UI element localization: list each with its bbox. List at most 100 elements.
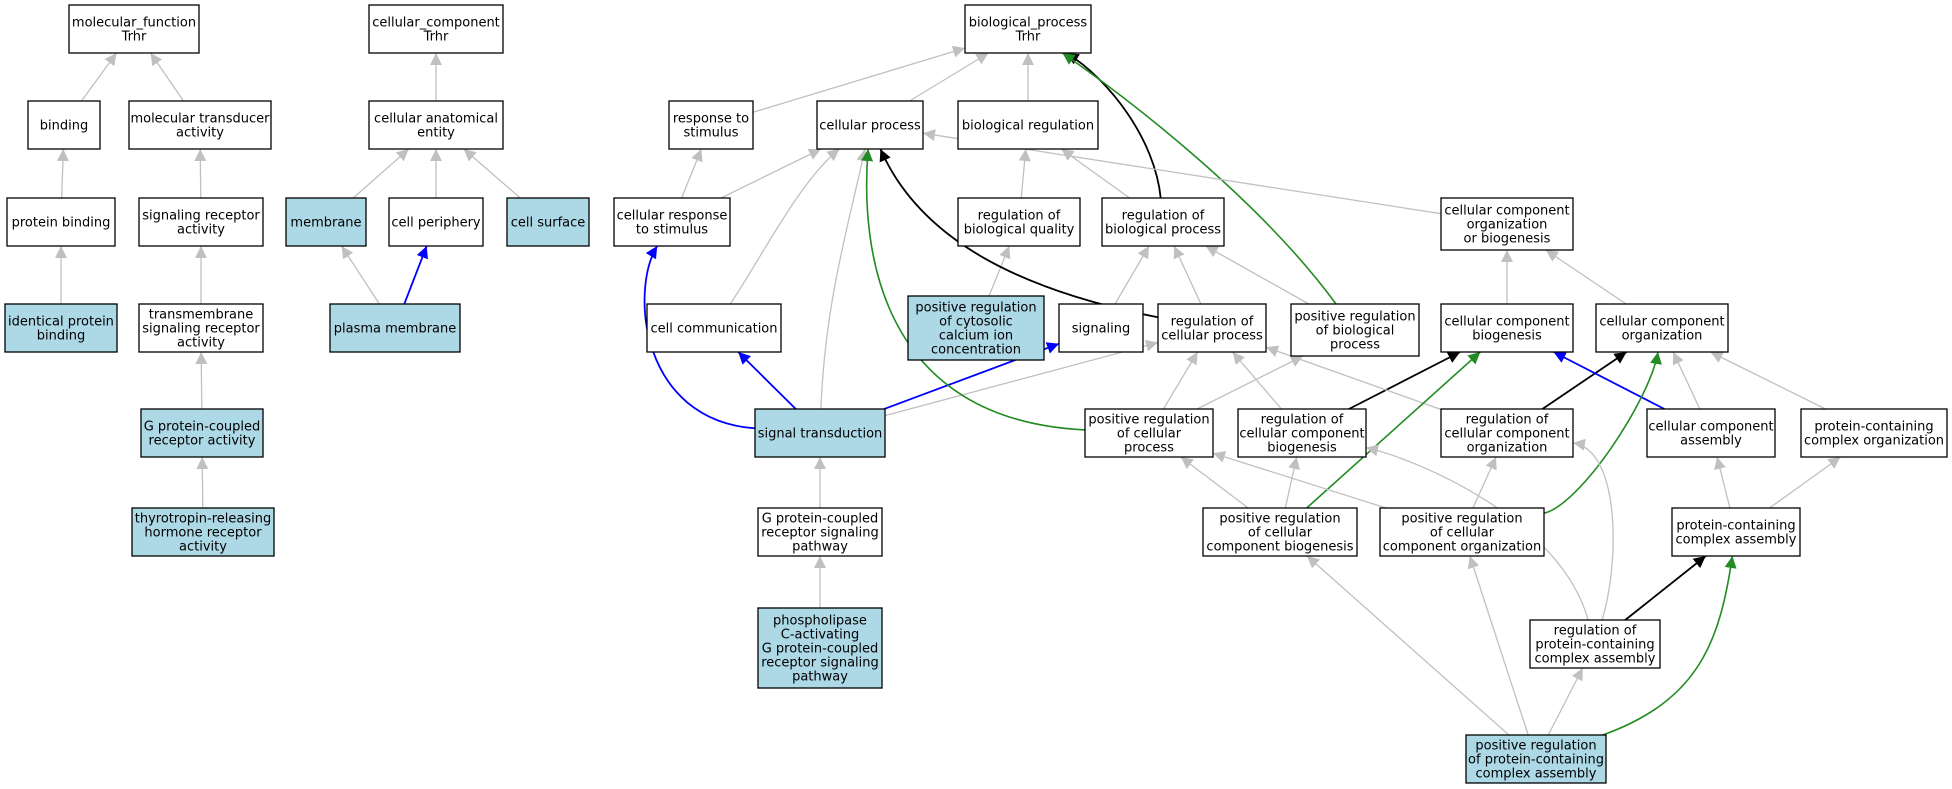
edge-gray-reg_cc_biogenesis-to-reg_cell_process bbox=[1232, 351, 1282, 410]
node-label-line: positive regulation bbox=[1475, 739, 1596, 754]
node-label-line: of biological bbox=[1316, 324, 1395, 339]
node-label-line: complex assembly bbox=[1676, 533, 1797, 548]
edge-gray-cellular_process-to-bp_root bbox=[909, 52, 989, 102]
edge-blue-cc_assembly-to-cc_biogenesis bbox=[1553, 351, 1665, 410]
edge-gray-pos_reg_cc_org-to-pos_reg_cell_process bbox=[1212, 451, 1387, 509]
node-label-line: response to bbox=[673, 112, 749, 127]
node-label-line: cellular response bbox=[617, 209, 728, 224]
node-label-line: thyrotropin-releasing bbox=[135, 512, 271, 527]
node-box bbox=[6, 197, 116, 247]
go-term-node-cellular-process[interactable]: cellular process bbox=[816, 100, 924, 150]
go-term-node-protein-binding[interactable]: protein binding bbox=[6, 197, 116, 247]
node-label-line: complex assembly bbox=[1476, 767, 1597, 782]
go-term-node-signal-transduction[interactable]: signal transduction bbox=[754, 408, 886, 458]
node-label-line: stimulus bbox=[683, 126, 738, 141]
node-label-line: organization bbox=[1622, 329, 1703, 344]
go-term-node-plasma-membrane[interactable]: plasma membrane bbox=[329, 303, 461, 353]
node-box bbox=[1237, 408, 1367, 458]
node-box bbox=[1465, 734, 1607, 784]
go-term-node-binding[interactable]: binding bbox=[27, 100, 101, 150]
node-label-line: C-activating bbox=[781, 628, 859, 643]
edge-gray-pos_reg_calcium-to-reg_bio_quality bbox=[988, 245, 1011, 297]
node-box bbox=[368, 100, 504, 150]
node-label-line: receptor signaling bbox=[761, 656, 879, 671]
node-label-line: to stimulus bbox=[636, 223, 708, 238]
edge-gray-pos_reg_cc_org-to-reg_cc_org bbox=[1472, 456, 1497, 509]
node-box bbox=[1058, 303, 1144, 353]
node-label-line: protein-containing bbox=[1814, 420, 1933, 435]
node-label-line: activity bbox=[177, 223, 225, 238]
node-label-line: receptor signaling bbox=[761, 526, 879, 541]
edge-gray-reg_bio_quality-to-bio_reg bbox=[1018, 148, 1031, 199]
edge-gray-cc_assembly-to-cc_organization bbox=[1672, 351, 1701, 410]
edge-gray-pos_reg_pc_assembly-to-reg_pc_assembly bbox=[1547, 667, 1584, 736]
edge-black-reg_bio_process-to-bp_root bbox=[1066, 52, 1162, 199]
node-label-line: membrane bbox=[290, 216, 361, 231]
go-term-node-cell-periphery[interactable]: cell periphery bbox=[388, 197, 484, 247]
node-box bbox=[1290, 303, 1420, 357]
node-box bbox=[285, 197, 367, 247]
edge-blue-plasma_membrane-to-cell_periphery bbox=[403, 245, 428, 305]
go-term-node-membrane[interactable]: membrane bbox=[285, 197, 367, 247]
node-box bbox=[368, 4, 504, 54]
node-label-line: positive regulation bbox=[1088, 413, 1209, 428]
go-term-node-bio-reg[interactable]: biological regulation bbox=[957, 100, 1099, 150]
edge-gray-protein_binding-to-binding bbox=[56, 148, 69, 199]
node-label-line: cellular_component bbox=[372, 16, 500, 31]
edge-gray-cc_organization-to-cc_org_biogen bbox=[1545, 249, 1627, 305]
node-label-line: process bbox=[1330, 338, 1380, 353]
node-label-line: organization bbox=[1467, 218, 1548, 233]
node-label-line: of cellular bbox=[1430, 526, 1495, 541]
go-term-node-signaling[interactable]: signaling bbox=[1058, 303, 1144, 353]
node-box bbox=[754, 408, 886, 458]
node-label-line: of protein-containing bbox=[1468, 753, 1604, 768]
node-label-line: cellular process bbox=[1161, 329, 1263, 344]
edge-gray-reg_bio_process-to-bio_reg bbox=[1061, 148, 1130, 199]
node-label-line: or biogenesis bbox=[1464, 232, 1551, 247]
go-term-node-cell-comm[interactable]: cell communication bbox=[646, 303, 782, 353]
edge-gray-reg_pc_assembly-to-reg_cc_biogenesis bbox=[1365, 444, 1589, 621]
go-term-node-cell-surface[interactable]: cell surface bbox=[506, 197, 590, 247]
node-label-line: molecular_function bbox=[72, 16, 196, 31]
node-box bbox=[757, 507, 883, 557]
node-label-line: biogenesis bbox=[1472, 329, 1542, 344]
node-label-line: regulation of bbox=[1261, 413, 1344, 428]
node-label-line: cellular component bbox=[1648, 420, 1773, 435]
node-box bbox=[1157, 303, 1267, 353]
node-box bbox=[1800, 408, 1948, 458]
node-label-line: calcium ion bbox=[939, 329, 1013, 344]
edge-gray-gpcr_activity-to-tm_sig_receptor bbox=[195, 351, 208, 410]
